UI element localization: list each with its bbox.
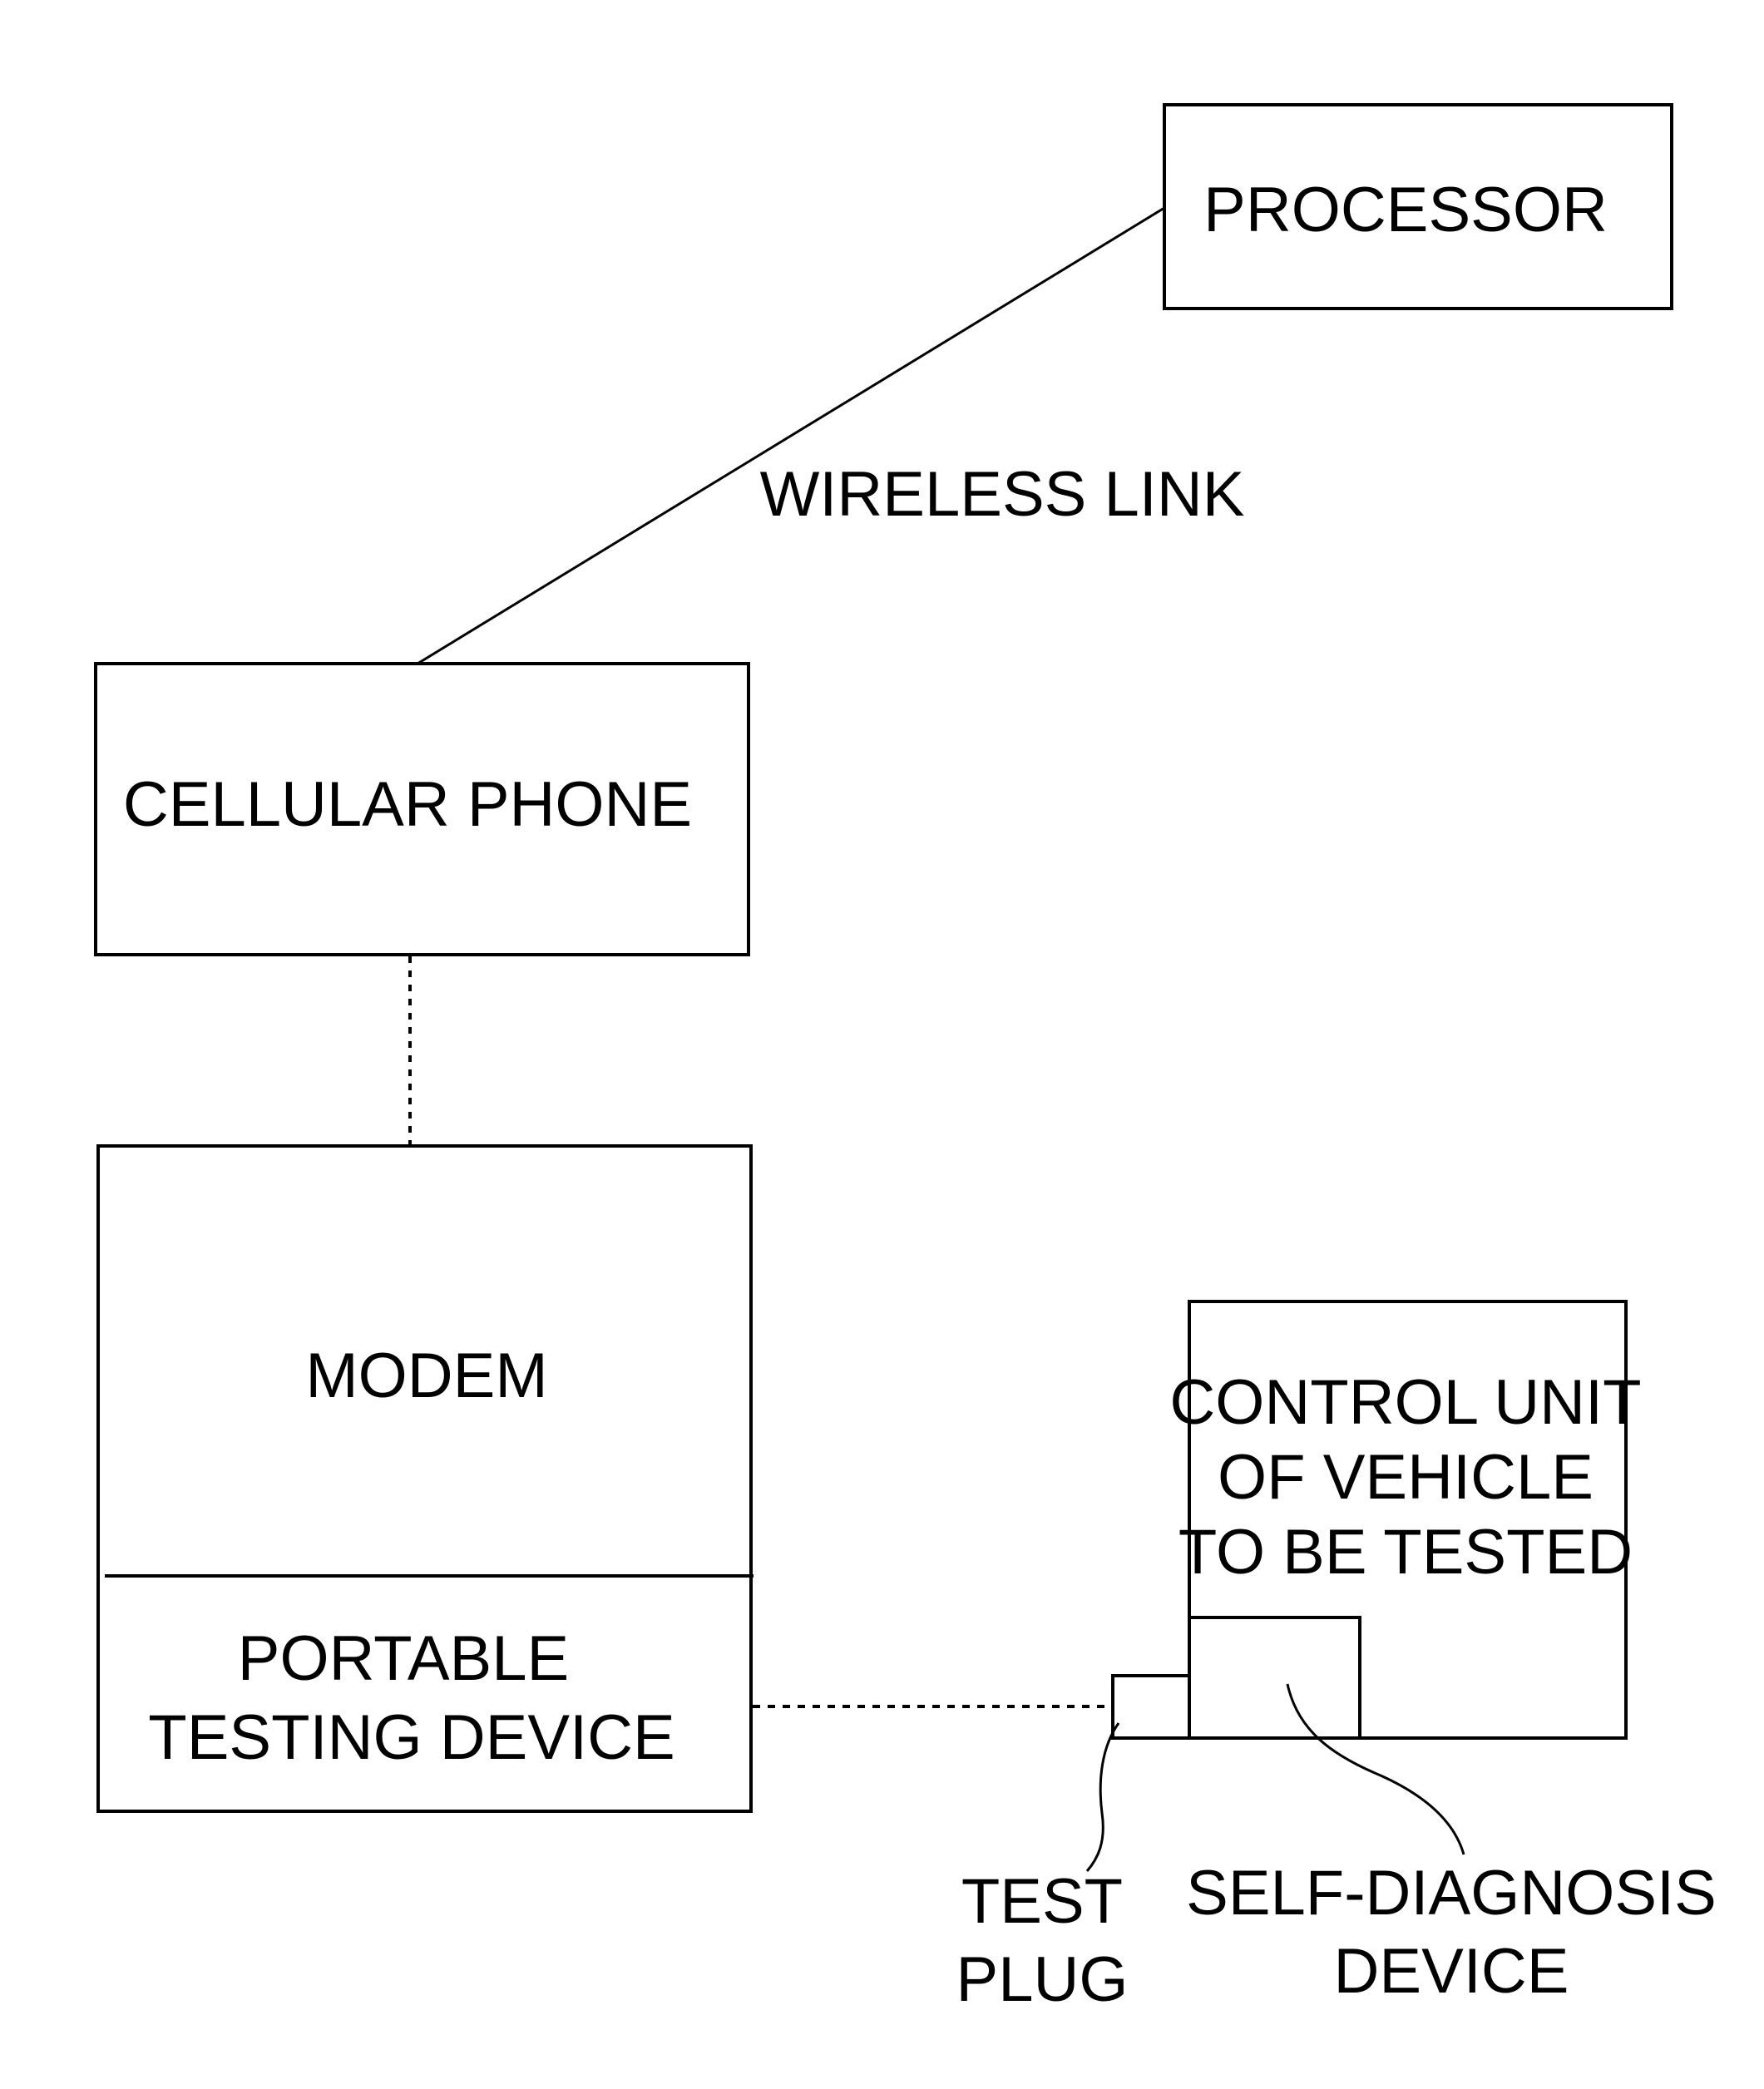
self-diagnosis-label-line2: DEVICE: [1334, 1936, 1569, 2007]
portable-testing-device-label-line1: PORTABLE: [238, 1623, 569, 1694]
modem-label: MODEM: [305, 1341, 547, 1411]
control-unit-label-line2: OF VEHICLE: [1218, 1442, 1594, 1513]
self-diagnosis-device-box: [1189, 1617, 1360, 1738]
portable-testing-device-label-line2: TESTING DEVICE: [148, 1702, 674, 1773]
wireless-link-label: WIRELESS LINK: [760, 459, 1245, 530]
self-diagnosis-leader: [1287, 1684, 1464, 1854]
test-plug-leader: [1087, 1723, 1119, 1871]
test-plug-box: [1113, 1676, 1189, 1738]
test-plug-label-line1: TEST: [961, 1866, 1123, 1937]
self-diagnosis-label-line1: SELF-DIAGNOSIS: [1186, 1858, 1717, 1928]
control-unit-label-line3: TO BE TESTED: [1178, 1517, 1633, 1588]
test-plug-label-line2: PLUG: [956, 1944, 1129, 2015]
cellular-phone-label: CELLULAR PHONE: [123, 769, 692, 840]
processor-label: PROCESSOR: [1203, 175, 1608, 245]
control-unit-label-line1: CONTROL UNIT: [1169, 1367, 1641, 1438]
wireless-link-line: [418, 208, 1164, 664]
